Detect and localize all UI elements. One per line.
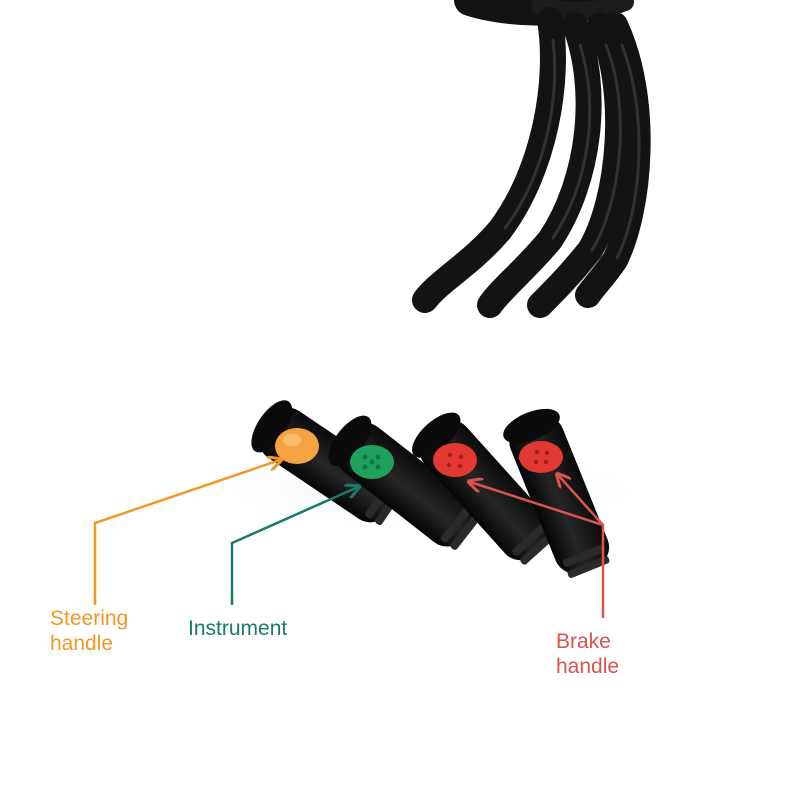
steering-callout-arrow <box>93 460 280 605</box>
brake-left-pin-holes <box>446 452 464 469</box>
steering-handle-label-line1: Steering <box>50 607 129 630</box>
steering-connector-face-highlight <box>283 434 301 446</box>
instrument-label: Instrument <box>188 616 287 641</box>
instrument-label-text: Instrument <box>188 617 288 640</box>
cables <box>412 7 651 318</box>
brake-handle-label-line2: handle <box>556 655 620 678</box>
instrument-pin-holes <box>362 454 381 470</box>
steering-handle-label-line2: handle <box>50 632 114 655</box>
cable-1 <box>412 7 566 313</box>
brake-handle-label-line1: Brake <box>556 630 611 653</box>
brake-callout-arrow-right <box>558 475 604 526</box>
cable-highlights <box>503 38 641 260</box>
brake-left-connector-face <box>433 443 477 477</box>
brake-right-pin-holes <box>533 449 550 465</box>
steering-handle-label: Steering handle <box>50 606 128 656</box>
steering-connector-face <box>275 428 319 464</box>
instrument-callout-arrow <box>230 487 358 605</box>
brake-handle-label: Brake handle <box>556 629 619 679</box>
brake-right-connector-face <box>519 441 563 473</box>
